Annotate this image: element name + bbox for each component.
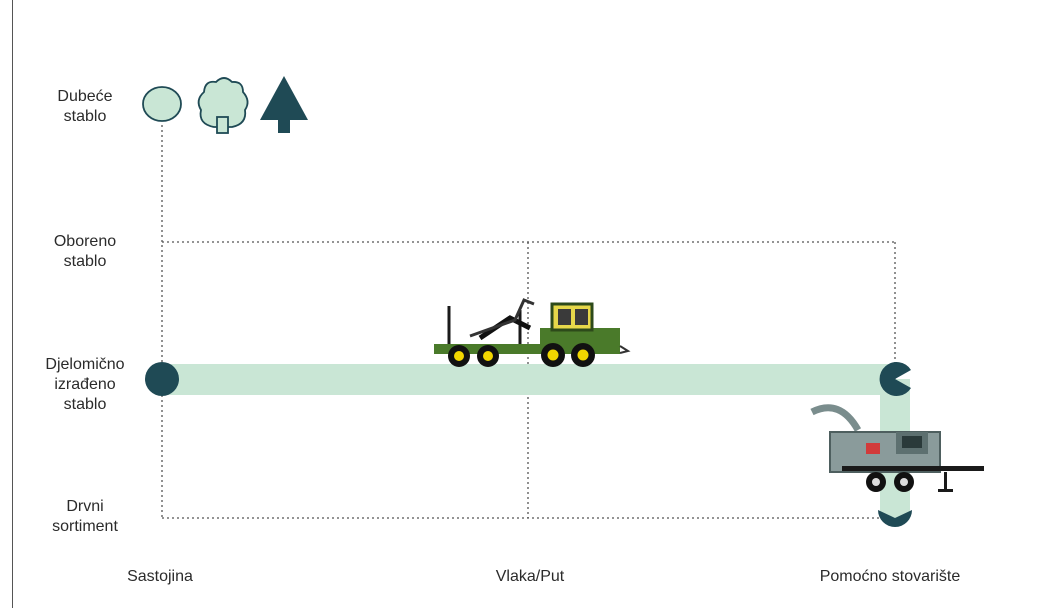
deciduous-tree-icon	[142, 86, 182, 122]
start-node	[145, 362, 179, 396]
mobile-chipper-icon	[810, 404, 984, 492]
flow-band-horizontal	[162, 364, 895, 395]
conifer-tree-icon	[260, 76, 308, 133]
end-node	[878, 510, 912, 527]
forwarder-icon	[434, 298, 631, 367]
landing-node	[879, 361, 911, 396]
broadleaf-tree-icon	[197, 77, 249, 134]
left-frame-line	[12, 0, 13, 608]
column-label-landing: Pomoćno stovarište	[819, 568, 961, 585]
column-label-stand: Sastojina	[127, 568, 193, 585]
dotted-grid	[161, 125, 896, 519]
column-label-trail-road: Vlaka/Put	[495, 568, 565, 585]
